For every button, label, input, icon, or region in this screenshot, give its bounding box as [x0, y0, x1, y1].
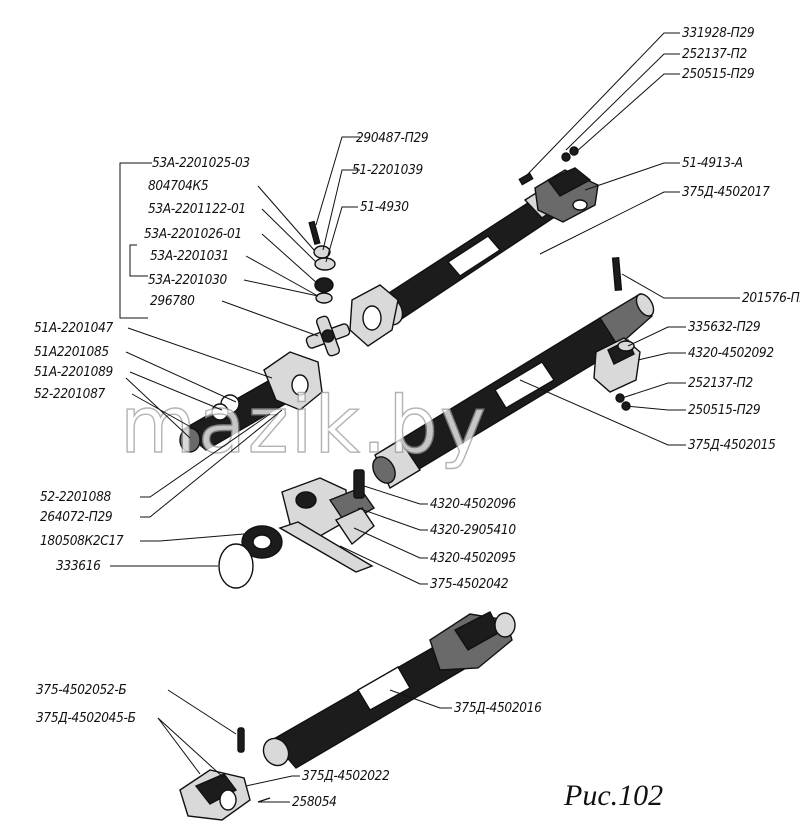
middle-propeller-shaft: [372, 257, 655, 490]
label-51-2201039: 51-2201039: [352, 162, 423, 178]
label-335632-p29: 335632-П29: [688, 319, 760, 335]
yoke-51-4913-a: [534, 167, 599, 223]
label-250515-p29-top: 250515-П29: [682, 66, 754, 82]
label-51a2201085: 51А2201085: [34, 344, 109, 360]
flange-yoke-top: [349, 284, 399, 347]
label-804704k5: 804704К5: [148, 178, 209, 194]
label-51-4913-a: 51-4913-А: [682, 155, 743, 171]
slip-yoke-assembly: [179, 351, 323, 453]
label-51a-2201047: 51А-2201047: [34, 320, 113, 336]
bottom-propeller-shaft: [262, 611, 516, 769]
top-propeller-shaft: [349, 167, 599, 347]
label-375d-4502022: 375Д-4502022: [302, 768, 390, 784]
label-375-4502052-b: 375-4502052-Б: [36, 682, 126, 698]
label-375d-4502017: 375Д-4502017: [682, 184, 770, 200]
label-4320-4502095: 4320-4502095: [430, 550, 516, 566]
label-52-2201088: 52-2201088: [40, 489, 111, 505]
flange-yoke-bottom: [179, 727, 271, 821]
label-252137-p2-mid: 252137-П2: [688, 375, 753, 391]
label-4320-2905410: 4320-2905410: [430, 522, 516, 538]
label-250515-p29-mid: 250515-П29: [688, 402, 760, 418]
label-53a-2201031: 53А-2201031: [150, 248, 229, 264]
cardan-cross: [305, 315, 351, 357]
label-264072-p29: 264072-П29: [40, 509, 112, 525]
label-53a-2201025-03: 53А-2201025-03: [152, 155, 250, 171]
label-4320-4502092: 4320-4502092: [688, 345, 774, 361]
label-53a-2201122-01: 53А-2201122-01: [148, 201, 246, 217]
small-bolts-top: [518, 146, 579, 186]
label-375d-4502045-b: 375Д-4502045-Б: [36, 710, 136, 726]
figure-caption: Рис.102: [563, 779, 663, 812]
label-180508k2c17: 180508К2С17: [40, 533, 124, 549]
label-333616: 333616: [56, 558, 101, 574]
label-290487-p29: 290487-П29: [356, 130, 428, 146]
label-4320-4502096: 4320-4502096: [430, 496, 516, 512]
part-labels: 331928-П29 252137-П2 250515-П29 290487-П…: [34, 25, 800, 810]
label-53a-2201030: 53А-2201030: [148, 272, 227, 288]
label-258054: 258054: [292, 794, 337, 810]
cross-kit-parts: [305, 220, 351, 357]
bearing: [241, 525, 283, 559]
label-51a-2201089: 51А-2201089: [34, 364, 113, 380]
label-296780: 296780: [150, 293, 195, 309]
label-201576-p29: 201576-П29: [742, 290, 800, 306]
label-52-2201087: 52-2201087: [34, 386, 105, 402]
label-375d-4502016: 375Д-4502016: [454, 700, 542, 716]
label-375d-4502015: 375Д-4502015: [688, 437, 776, 453]
intermediate-support: [218, 469, 376, 589]
label-51-4930: 51-4930: [360, 199, 409, 215]
label-252137-p2-top: 252137-П2: [682, 46, 747, 62]
watermark: mazik.by: [120, 381, 488, 471]
label-331928-p29: 331928-П29: [682, 25, 754, 41]
leader-lines: [110, 32, 740, 803]
yoke-bottom-right: [429, 611, 516, 671]
label-53a-2201026-01: 53А-2201026-01: [144, 226, 242, 242]
label-375-4502042: 375-4502042: [430, 576, 508, 592]
